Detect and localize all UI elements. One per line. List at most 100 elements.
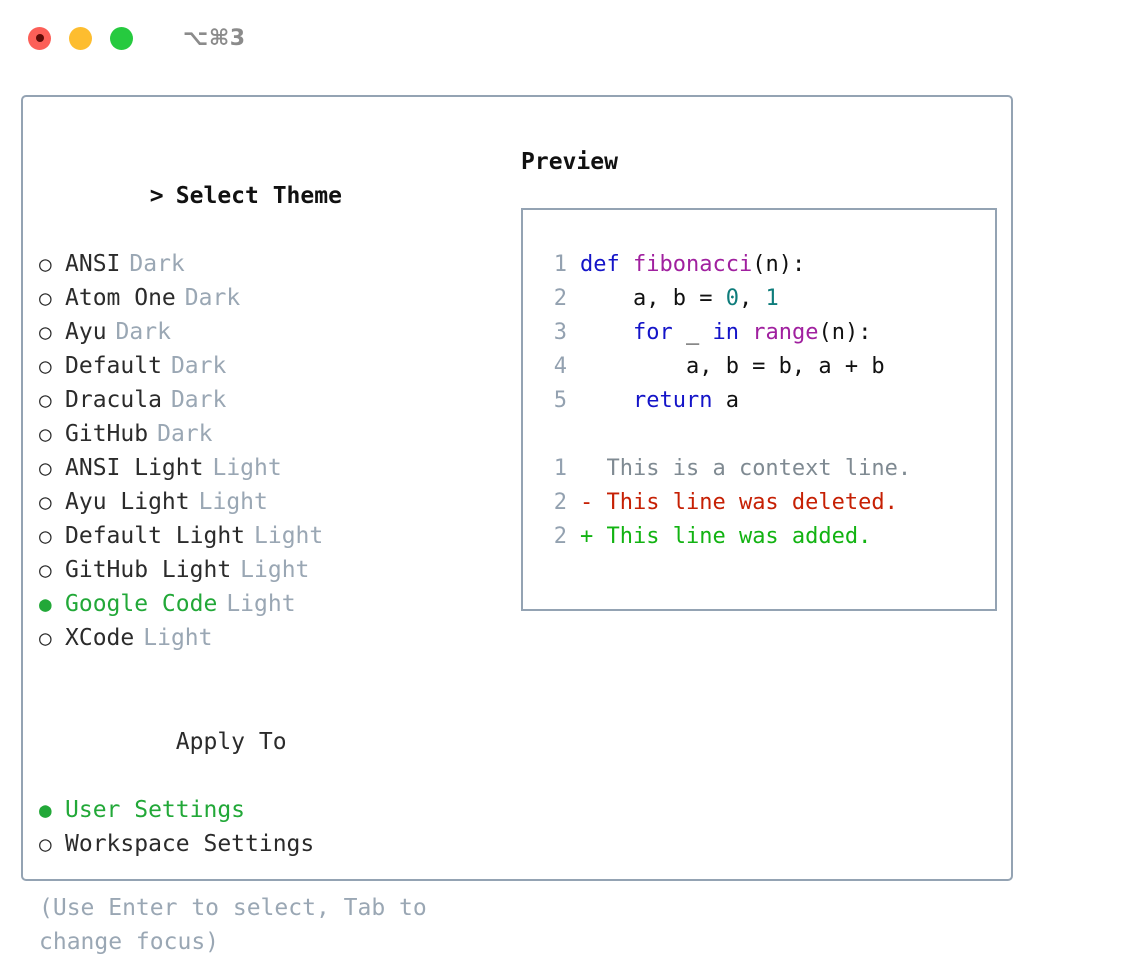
theme-option-google-code[interactable]: ● Google Code Light	[39, 587, 499, 621]
code-token-kw: return	[632, 388, 713, 413]
diff-line-add: 2 + This line was added.	[537, 520, 995, 554]
theme-option-label: Atom One	[65, 285, 176, 311]
radio-selected-icon: ●	[39, 798, 52, 822]
theme-option-atom-one[interactable]: ○ Atom One Dark	[39, 281, 499, 315]
close-button[interactable]	[28, 26, 51, 50]
theme-variant-badge: Light	[143, 625, 213, 651]
code-token-pln: (n):	[818, 320, 872, 345]
line-number: 2	[553, 490, 567, 515]
apply-to-option-label: User Settings	[65, 797, 246, 823]
minimize-button[interactable]	[69, 26, 92, 50]
radio-unselected-icon: ○	[39, 422, 52, 446]
code-token-pln: a	[712, 388, 739, 413]
theme-option-label: Google Code	[65, 591, 218, 617]
radio-unselected-icon: ○	[39, 252, 52, 276]
code-token-pln	[580, 388, 633, 413]
radio-unselected-icon: ○	[39, 320, 52, 344]
theme-option-label: GitHub Light	[65, 557, 232, 583]
code-token-pln: a, b =	[580, 286, 726, 311]
code-line-content: for _ in range(n):	[580, 316, 871, 350]
line-number: 5	[553, 388, 567, 413]
radio-selected-icon: ●	[39, 592, 52, 616]
code-token-kw: in	[712, 320, 739, 345]
diff-line-text: This line was deleted.	[593, 490, 898, 515]
theme-variant-badge: Dark	[129, 251, 185, 277]
apply-to-option-label: Workspace Settings	[65, 831, 315, 857]
radio-unselected-icon: ○	[39, 490, 52, 514]
diff-line-text: This is a context line.	[593, 456, 912, 481]
line-number: 1	[553, 456, 567, 481]
code-token-pln: (n):	[752, 252, 806, 277]
spacer	[537, 418, 995, 452]
theme-variant-badge: Light	[226, 591, 296, 617]
theme-option-label: Default	[65, 353, 162, 379]
radio-unselected-icon: ○	[39, 558, 52, 582]
line-number: 2	[553, 524, 567, 549]
line-number: 2	[553, 286, 567, 311]
code-token-pln: _	[672, 320, 713, 345]
code-line-content: a, b = 0, 1	[580, 282, 779, 316]
radio-unselected-icon: ○	[39, 388, 52, 412]
focus-caret-icon: >	[149, 183, 164, 209]
diff-line-text: This line was added.	[593, 524, 872, 549]
theme-variant-badge: Dark	[157, 421, 213, 447]
code-token-num: 1	[765, 286, 779, 311]
code-token-pln	[739, 320, 752, 345]
diff-marker: +	[580, 524, 594, 549]
apply-to-heading: Apply To	[39, 691, 499, 793]
theme-variant-badge: Light	[198, 489, 268, 515]
code-token-fn: fibonacci	[632, 252, 753, 277]
code-token-pln: a, b = b, a + b	[580, 354, 885, 379]
apply-to-option-list: ● User Settings ○Workspace Settings	[39, 793, 499, 861]
code-token-fn: range	[752, 320, 819, 345]
theme-option-label: XCode	[65, 625, 135, 651]
apply-to-option-user-settings[interactable]: ● User Settings	[39, 793, 499, 827]
keyboard-hint-text: (Use Enter to select, Tab to change focu…	[39, 895, 427, 955]
recording-dot-icon	[35, 34, 44, 42]
theme-option-default-light[interactable]: ○ Default Light Light	[39, 519, 499, 553]
theme-variant-badge: Dark	[184, 285, 241, 311]
diff-line-ctx: 1 This is a context line.	[537, 452, 995, 486]
code-line: 4 a, b = b, a + b	[537, 350, 995, 384]
apply-to-option-workspace-settings[interactable]: ○Workspace Settings	[39, 827, 499, 861]
spacer	[39, 861, 499, 891]
select-theme-heading-label: Select Theme	[175, 183, 342, 209]
code-line: 5 return a	[537, 384, 995, 418]
theme-option-label: ANSI Light	[65, 455, 204, 481]
window-controls	[28, 26, 133, 50]
radio-unselected-icon: ○	[39, 286, 52, 310]
code-token-pln	[580, 320, 633, 345]
code-line: 3 for _ in range(n):	[537, 316, 995, 350]
code-token-kw: def	[580, 252, 633, 277]
diff-sample: 1 This is a context line.2- This line wa…	[537, 452, 995, 554]
select-theme-heading: > Select Theme	[39, 145, 499, 247]
apply-to-heading-label: Apply To	[175, 729, 287, 755]
spacer	[39, 655, 499, 691]
theme-option-label: Ayu	[65, 319, 107, 345]
keyboard-shortcut-label: ⌥⌘3	[183, 25, 246, 51]
theme-option-ansi[interactable]: ○ ANSI Dark	[39, 247, 499, 281]
line-number: 3	[553, 320, 567, 345]
radio-unselected-icon: ○	[39, 524, 52, 548]
code-token-pln: ,	[738, 286, 766, 311]
code-line: 2 a, b = 0, 1	[537, 282, 995, 316]
line-number: 4	[553, 354, 567, 379]
code-line-content: return a	[580, 384, 739, 418]
theme-variant-badge: Light	[254, 523, 324, 549]
maximize-button[interactable]	[110, 26, 133, 50]
theme-option-label: ANSI	[65, 251, 121, 277]
theme-option-label: Default Light	[65, 523, 246, 549]
